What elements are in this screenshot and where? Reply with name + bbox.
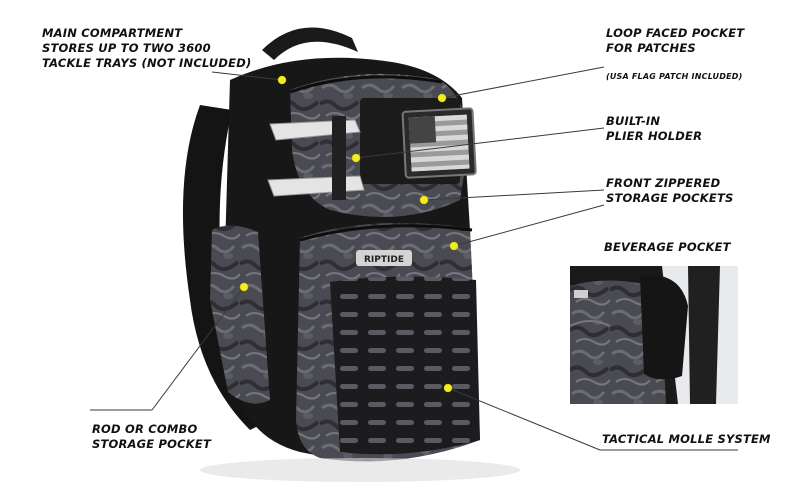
callout-line: LOOP FACED POCKET: [606, 26, 745, 40]
molle-callout: TACTICAL MOLLE SYSTEM: [602, 432, 771, 446]
beverage-pocket-callout: BEVERAGE POCKET: [604, 240, 731, 254]
callout-line: TACKLE TRAYS (NOT INCLUDED): [42, 56, 252, 70]
callout-line: STORAGE POCKETS: [606, 191, 734, 205]
patch-logo: RIPTIDE: [364, 255, 404, 265]
callout-line: FRONT ZIPPERED: [606, 176, 721, 190]
callout-line: STORAGE POCKET: [92, 437, 212, 451]
rod-pocket-callout: ROD OR COMBO STORAGE POCKET: [92, 422, 211, 452]
callout-line: BUILT-IN: [606, 114, 661, 128]
front-pockets-callout: FRONT ZIPPERED STORAGE POCKETS: [606, 176, 734, 206]
loop-pocket-note: (USA FLAG PATCH INCLUDED): [606, 72, 743, 81]
main-compartment-callout: MAIN COMPARTMENT STORES UP TO TWO 3600 T…: [42, 26, 251, 71]
plier-holder-callout: BUILT-IN PLIER HOLDER: [606, 114, 702, 144]
callout-line: FOR PATCHES: [606, 41, 696, 55]
callout-line: STORES UP TO TWO 3600: [42, 41, 211, 55]
callout-line: MAIN COMPARTMENT: [42, 26, 183, 40]
beverage-pocket-inset: [570, 266, 738, 404]
callout-line: ROD OR COMBO: [92, 422, 198, 436]
callout-line: PLIER HOLDER: [606, 129, 703, 143]
loop-pocket-callout: LOOP FACED POCKET FOR PATCHES: [606, 26, 744, 56]
